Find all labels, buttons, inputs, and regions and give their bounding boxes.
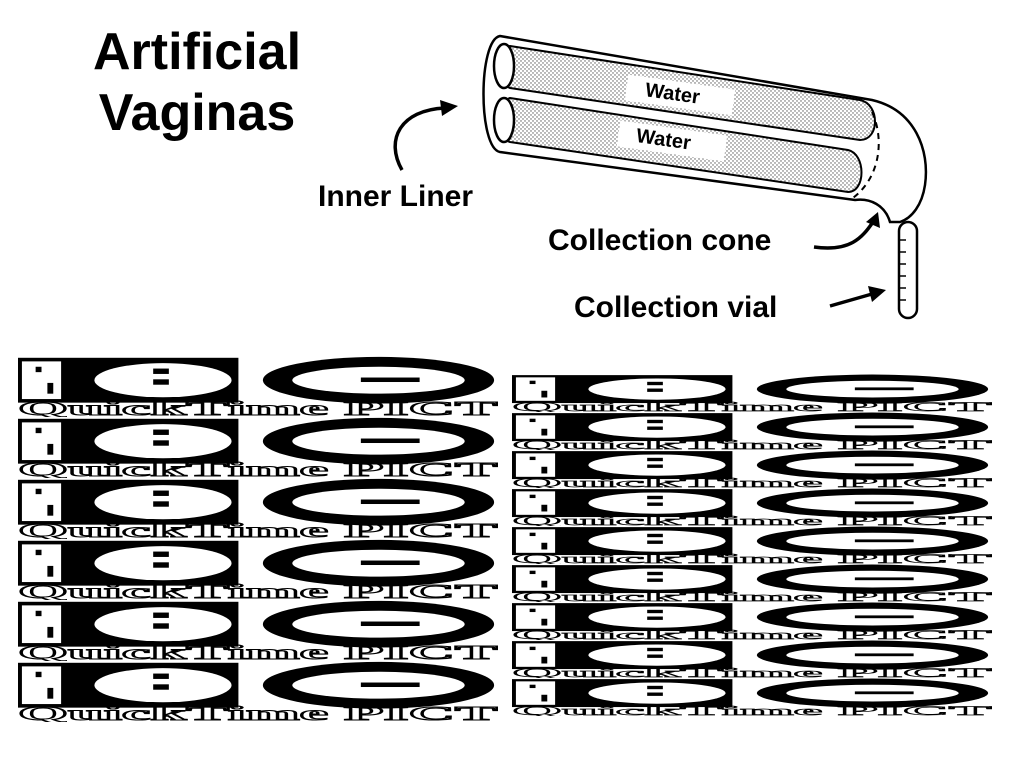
pict-placeholder-icon: QuickTime PICT <box>18 356 498 417</box>
pict-placeholder-tile: QuickTime PICT <box>512 488 992 526</box>
pict-placeholder-text: QuickTime PICT <box>512 400 992 412</box>
pict-placeholder-tile: QuickTime PICT <box>512 412 992 450</box>
pict-placeholder-icon: QuickTime PICT <box>18 417 498 478</box>
pict-placeholder-text: QuickTime PICT <box>512 666 992 678</box>
pict-placeholder-tile: QuickTime PICT <box>18 356 498 417</box>
pict-placeholder-icon: QuickTime PICT <box>512 602 992 640</box>
pict-placeholder-icon: QuickTime PICT <box>18 661 498 722</box>
pict-placeholder-tile: QuickTime PICT <box>18 600 498 661</box>
pict-placeholder-icon: QuickTime PICT <box>512 412 992 450</box>
collection-vial-arrow <box>829 292 873 308</box>
pict-placeholder-icon: QuickTime PICT <box>512 450 992 488</box>
pict-placeholder-tile: QuickTime PICT <box>18 661 498 722</box>
pict-placeholder-tile: QuickTime PICT <box>18 417 498 478</box>
pict-placeholder-tile: QuickTime PICT <box>512 678 992 716</box>
inner-liner-opening-bottom <box>492 96 516 144</box>
pict-placeholder-tile: QuickTime PICT <box>18 539 498 600</box>
inner-liner-opening-top <box>492 42 516 90</box>
pict-placeholder-text: QuickTime PICT <box>512 628 992 640</box>
pict-placeholder-text: QuickTime PICT <box>512 514 992 526</box>
pict-placeholder-icon: QuickTime PICT <box>512 526 992 564</box>
inner-liner-arrow <box>393 106 446 171</box>
slide-title: Artificial Vaginas <box>62 22 332 144</box>
pict-placeholder-text: QuickTime PICT <box>512 552 992 564</box>
pict-placeholder-text: QuickTime PICT <box>18 643 498 661</box>
pict-placeholder-icon: QuickTime PICT <box>512 488 992 526</box>
pict-placeholder-tile: QuickTime PICT <box>18 478 498 539</box>
pict-placeholder-text: QuickTime PICT <box>512 438 992 450</box>
pict-placeholder-tile: QuickTime PICT <box>512 374 992 412</box>
pict-placeholder-text: QuickTime PICT <box>512 476 992 488</box>
pict-placeholder-text: QuickTime PICT <box>18 582 498 600</box>
pict-placeholder-tile: QuickTime PICT <box>512 602 992 640</box>
artificial-vagina-diagram: Water Water <box>393 34 928 320</box>
pict-placeholder-tile: QuickTime PICT <box>512 564 992 602</box>
pict-placeholder-text: QuickTime PICT <box>18 704 498 722</box>
collection-cone-arrow <box>813 221 875 250</box>
collection-cone-label: Collection cone <box>548 224 772 257</box>
pict-placeholder-text: QuickTime PICT <box>18 521 498 539</box>
pict-placeholder-tile: QuickTime PICT <box>512 450 992 488</box>
inner-liner-label: Inner Liner <box>318 180 474 213</box>
title-line-1: Artificial <box>92 23 302 81</box>
pict-placeholder-icon: QuickTime PICT <box>18 539 498 600</box>
pict-placeholder-icon: QuickTime PICT <box>18 478 498 539</box>
pict-placeholder-icon: QuickTime PICT <box>512 640 992 678</box>
cone-boundary <box>849 111 880 201</box>
pict-placeholder-icon: QuickTime PICT <box>512 374 992 412</box>
collection-vial-label: Collection vial <box>574 291 778 324</box>
pict-placeholder-tile: QuickTime PICT <box>512 526 992 564</box>
pict-placeholder-icon: QuickTime PICT <box>512 564 992 602</box>
collection-vial-shape <box>897 220 919 320</box>
pict-placeholder-text: QuickTime PICT <box>18 460 498 478</box>
pict-placeholder-text: QuickTime PICT <box>512 704 992 716</box>
title-line-2: Vaginas <box>98 84 296 142</box>
pict-placeholder-text: QuickTime PICT <box>18 399 498 417</box>
pict-placeholder-tile: QuickTime PICT <box>512 640 992 678</box>
pict-placeholder-icon: QuickTime PICT <box>512 678 992 716</box>
pict-placeholder-icon: QuickTime PICT <box>18 600 498 661</box>
pict-placeholder-text: QuickTime PICT <box>512 590 992 602</box>
